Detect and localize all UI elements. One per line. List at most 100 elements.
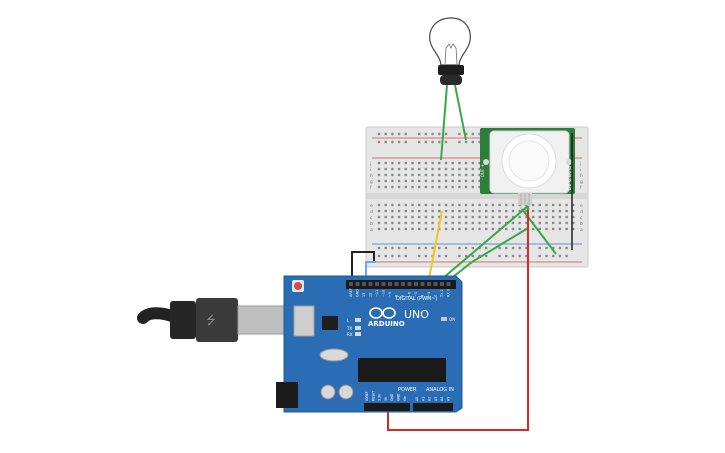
breadboard-hole[interactable] [525, 209, 528, 213]
breadboard-hole[interactable] [464, 209, 468, 213]
breadboard-hole[interactable] [478, 173, 481, 177]
breadboard-hole[interactable] [418, 227, 421, 231]
rail-hole[interactable] [498, 254, 501, 258]
breadboard-hole[interactable] [518, 215, 521, 219]
breadboard-hole[interactable] [572, 227, 575, 231]
breadboard-hole[interactable] [458, 203, 461, 207]
breadboard-hole[interactable] [397, 227, 401, 231]
breadboard-hole[interactable] [505, 209, 508, 213]
breadboard-hole[interactable] [391, 227, 394, 231]
rail-hole[interactable] [518, 254, 521, 258]
breadboard-hole[interactable] [531, 209, 535, 213]
wire-green-pir-out[interactable] [435, 205, 529, 285]
rail-hole[interactable] [471, 140, 474, 144]
breadboard-hole[interactable] [438, 173, 441, 177]
breadboard-hole[interactable] [505, 221, 508, 225]
rail-hole[interactable] [498, 246, 501, 250]
wire-yellow-signal[interactable] [427, 210, 443, 285]
rail-hole[interactable] [438, 140, 441, 144]
rail-hole[interactable] [458, 132, 461, 136]
rail-hole[interactable] [438, 132, 441, 136]
breadboard-hole[interactable] [485, 227, 488, 231]
breadboard-hole[interactable] [438, 185, 441, 189]
breadboard-hole[interactable] [377, 179, 381, 183]
breadboard-hole[interactable] [572, 209, 575, 213]
digital-pin-hole[interactable] [375, 282, 379, 286]
breadboard-hole[interactable] [444, 185, 448, 189]
breadboard-hole[interactable] [451, 209, 454, 213]
breadboard-hole[interactable] [377, 173, 381, 177]
breadboard-hole[interactable] [404, 215, 407, 219]
breadboard-hole[interactable] [531, 227, 535, 231]
breadboard-hole[interactable] [438, 161, 441, 165]
rail-hole[interactable] [511, 246, 515, 250]
rail-hole[interactable] [424, 246, 428, 250]
breadboard-hole[interactable] [424, 179, 428, 183]
breadboard-hole[interactable] [444, 203, 448, 207]
breadboard-hole[interactable] [518, 209, 521, 213]
breadboard-hole[interactable] [424, 209, 428, 213]
breadboard-hole[interactable] [411, 167, 414, 171]
breadboard-hole[interactable] [485, 209, 488, 213]
breadboard-hole[interactable] [377, 227, 381, 231]
breadboard-hole[interactable] [397, 179, 401, 183]
breadboard-hole[interactable] [411, 221, 414, 225]
rail-hole[interactable] [511, 254, 515, 258]
rail-hole[interactable] [538, 254, 541, 258]
breadboard-hole[interactable] [478, 221, 481, 225]
breadboard-hole[interactable] [451, 185, 454, 189]
breadboard-hole[interactable] [485, 221, 488, 225]
breadboard-hole[interactable] [444, 161, 448, 165]
breadboard-hole[interactable] [431, 185, 434, 189]
breadboard-hole[interactable] [458, 185, 461, 189]
digital-pin-hole[interactable] [381, 282, 386, 286]
rail-hole[interactable] [525, 246, 528, 250]
breadboard-hole[interactable] [458, 221, 461, 225]
breadboard-hole[interactable] [471, 185, 474, 189]
breadboard-hole[interactable] [538, 215, 541, 219]
breadboard-hole[interactable] [505, 203, 508, 207]
breadboard-hole[interactable] [431, 173, 434, 177]
breadboard-hole[interactable] [478, 215, 481, 219]
breadboard-hole[interactable] [545, 203, 548, 207]
breadboard-hole[interactable] [545, 209, 548, 213]
breadboard-hole[interactable] [384, 161, 387, 165]
rail-hole[interactable] [424, 140, 428, 144]
breadboard-hole[interactable] [458, 161, 461, 165]
breadboard-hole[interactable] [464, 167, 468, 171]
breadboard-hole[interactable] [491, 215, 495, 219]
rail-hole[interactable] [471, 246, 474, 250]
digital-pin-hole[interactable] [446, 282, 451, 286]
rail-hole[interactable] [377, 254, 381, 258]
breadboard-hole[interactable] [565, 227, 568, 231]
breadboard-hole[interactable] [444, 215, 448, 219]
rail-hole[interactable] [377, 140, 381, 144]
breadboard-hole[interactable] [431, 203, 434, 207]
rail-hole[interactable] [485, 254, 488, 258]
breadboard-hole[interactable] [478, 203, 481, 207]
rail-hole[interactable] [404, 140, 407, 144]
rail-hole[interactable] [418, 246, 421, 250]
breadboard-hole[interactable] [471, 173, 474, 177]
breadboard-hole[interactable] [391, 167, 394, 171]
breadboard-hole[interactable] [478, 209, 481, 213]
breadboard-hole[interactable] [444, 209, 448, 213]
digital-pin-hole[interactable] [427, 282, 431, 286]
breadboard-hole[interactable] [478, 179, 481, 183]
breadboard-hole[interactable] [424, 221, 428, 225]
breadboard-hole[interactable] [471, 179, 474, 183]
breadboard-hole[interactable] [377, 209, 381, 213]
breadboard-hole[interactable] [384, 173, 387, 177]
light-bulb[interactable] [429, 17, 471, 85]
breadboard-hole[interactable] [404, 209, 407, 213]
breadboard-hole[interactable] [558, 209, 562, 213]
breadboard-hole[interactable] [424, 227, 428, 231]
rail-hole[interactable] [391, 246, 394, 250]
breadboard-hole[interactable] [531, 203, 535, 207]
breadboard-hole[interactable] [464, 185, 468, 189]
breadboard-hole[interactable] [377, 161, 381, 165]
breadboard-hole[interactable] [391, 215, 394, 219]
breadboard-hole[interactable] [458, 215, 461, 219]
rail-hole[interactable] [458, 254, 461, 258]
breadboard-hole[interactable] [491, 221, 495, 225]
